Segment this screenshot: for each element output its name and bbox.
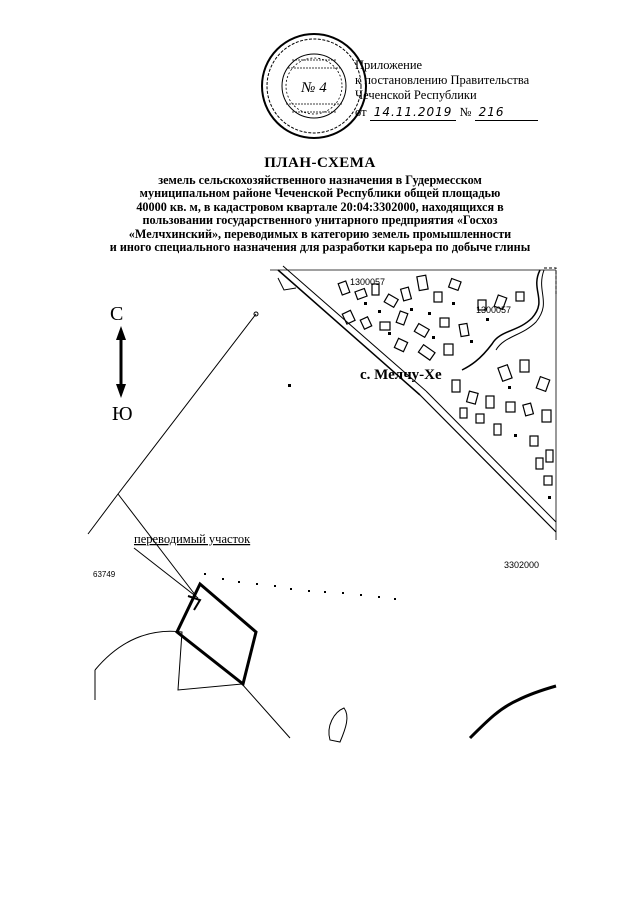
south-label: Ю [112, 403, 133, 425]
number-prefix: № [459, 105, 472, 119]
document-subtitle: земель сельскохозяйственного назначения … [70, 173, 570, 255]
decree-date: 14.11.2019 [369, 105, 457, 121]
subtitle-line: муниципальном районе Чеченской Республик… [139, 186, 501, 201]
appendix-line: Приложение [355, 58, 423, 72]
small-pond [328, 707, 348, 743]
subtitle-line: и иного специального назначения для разр… [109, 240, 531, 255]
quarter-label: 1300057 [350, 277, 385, 287]
plot-label: переводимый участок [134, 532, 251, 546]
appendix-line: к постановлению Правительства [355, 73, 530, 87]
appendix-line: Чеченской Республики [355, 88, 477, 102]
village-label: с. Мелчу-Хе [360, 367, 442, 383]
subtitle-line: 40000 кв. м, в кадастровом квартале 20:0… [136, 199, 504, 214]
village-buildings [337, 274, 554, 486]
official-seal: № 4 [261, 33, 367, 139]
north-south-arrow: С Ю [110, 303, 133, 425]
subtitle-line: пользовании государственного унитарного … [142, 213, 498, 228]
village-dots [288, 302, 551, 499]
quarter-label: 1300057 [476, 305, 511, 315]
field-edge [468, 684, 557, 740]
north-label: С [110, 303, 123, 325]
dotted-boundary [204, 573, 396, 600]
transferred-plot [175, 581, 258, 687]
appendix-block: Приложение к постановлению Правительства… [355, 58, 615, 121]
decree-date-row: от 14.11.2019 № 216 [355, 105, 615, 121]
quarter-label: 3302000 [504, 560, 539, 570]
terrain-contour [94, 630, 291, 739]
road [277, 265, 557, 533]
document-title: ПЛАН-СХЕМА [264, 155, 376, 171]
subtitle-line: «Мелчхинский», переводимых в категорию з… [128, 226, 512, 241]
stream [461, 269, 541, 371]
subtitle-line: земель сельскохозяйственного назначения … [158, 173, 482, 187]
date-prefix: от [355, 105, 367, 119]
decree-number: 216 [474, 105, 538, 121]
parcel-code: 63749 [93, 570, 116, 579]
seal-number: № 4 [300, 80, 327, 96]
